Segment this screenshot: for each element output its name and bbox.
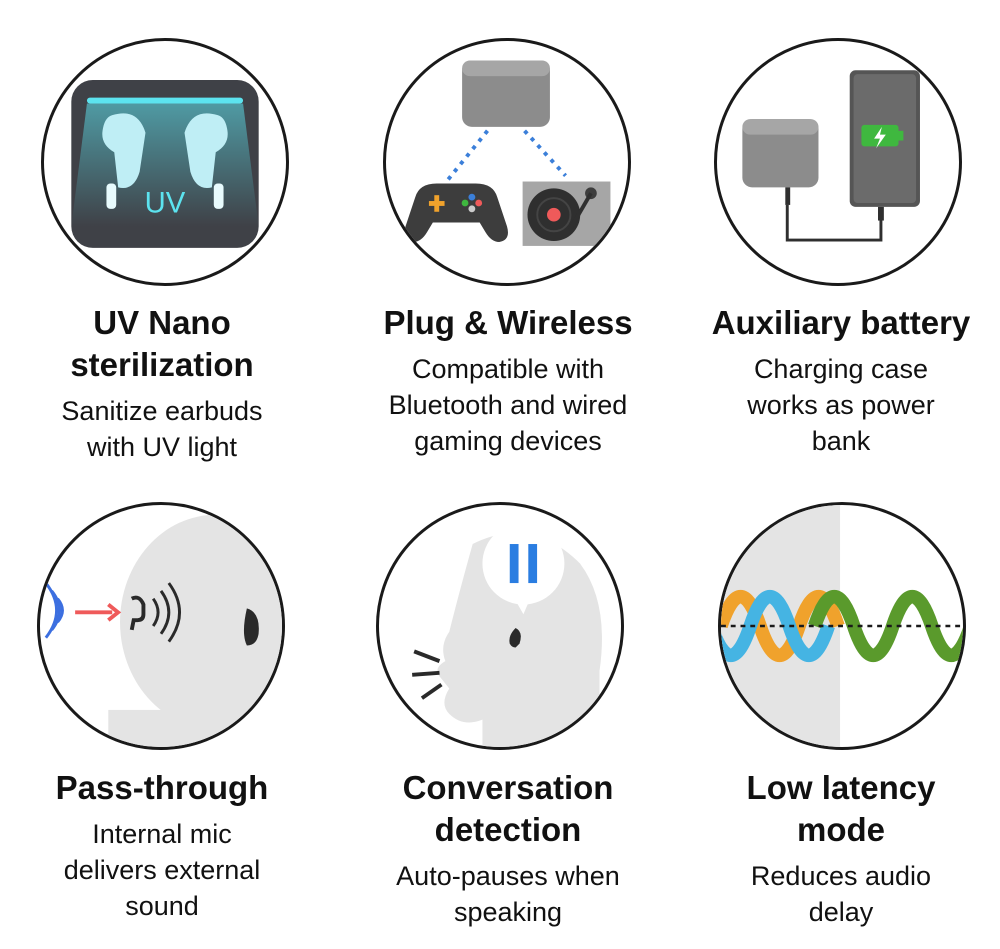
feature-plug-and-wireless: Plug & Wireless Compatible with Bluetoot…: [343, 0, 673, 470]
uv-icon-text: UV: [145, 188, 186, 220]
feature-title: Plug & Wireless: [383, 304, 633, 341]
feature-auxiliary-battery: Auxiliary battery Charging case works as…: [676, 0, 1000, 470]
feature-description: Internal mic delivers external sound: [63, 819, 261, 921]
uv-sterilizer-icon: UV: [41, 38, 289, 286]
feature-title: UV Nano sterilization: [70, 304, 254, 383]
feature-title: Pass-through: [55, 769, 269, 806]
feature-description: Compatible with Bluetooth and wired gami…: [388, 354, 628, 456]
feature-title: Conversation detection: [402, 769, 614, 848]
power-bank-icon: [714, 38, 962, 286]
feature-description: Reduces audio delay: [750, 861, 932, 927]
latency-wave-icon: [718, 502, 966, 750]
feature-description: Auto-pauses when speaking: [396, 861, 620, 927]
feature-conversation-detection: Conversation detection Auto-pauses when …: [343, 470, 673, 949]
feature-description: Charging case works as power bank: [747, 354, 935, 456]
feature-title: Low latency mode: [746, 769, 936, 848]
feature-pass-through: Pass-through Internal mic delivers exter…: [0, 470, 327, 949]
feature-title: Auxiliary battery: [711, 304, 971, 341]
feature-description: Sanitize earbuds with UV light: [61, 396, 263, 462]
gaming-devices-icon: [383, 38, 631, 286]
ear-sound-icon: [37, 502, 285, 750]
feature-uv-nano-sterilization: UV UV Nano sterilization Sanitize earbud…: [0, 0, 327, 470]
speaking-pause-icon: [376, 502, 624, 750]
feature-low-latency-mode: Low latency mode Reduces audio delay: [676, 470, 1000, 949]
